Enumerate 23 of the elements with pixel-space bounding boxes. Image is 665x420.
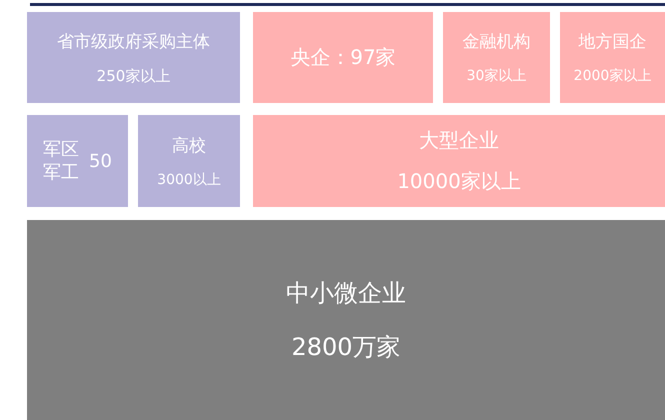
category-name: 省市级政府采购主体: [57, 30, 210, 52]
category-count: 50: [89, 150, 112, 172]
category-count: 2800万家: [291, 332, 401, 363]
category-name: 大型企业: [419, 127, 499, 154]
category-count: 2000家以上: [574, 67, 652, 85]
category-name: 地方国企: [578, 31, 646, 53]
category-box: [27, 12, 240, 103]
category-count: 30家以上: [466, 67, 526, 85]
category-count: 3000以上: [157, 170, 221, 188]
category-box: [138, 115, 240, 207]
category-box: [27, 220, 665, 420]
category-box: [253, 115, 665, 207]
category-box: [560, 12, 665, 103]
category-count: 250家以上: [96, 66, 170, 86]
category-name: 军区军工: [43, 138, 80, 184]
category-name: 中小微企业: [286, 278, 406, 309]
category-name: 高校: [172, 134, 206, 156]
category-box: [253, 12, 433, 103]
category-name: 央企：97家: [290, 44, 396, 71]
category-count: 10000家以上: [397, 168, 521, 195]
category-box: [27, 115, 128, 207]
category-name: 金融机构: [462, 31, 530, 53]
category-box: [443, 12, 550, 103]
